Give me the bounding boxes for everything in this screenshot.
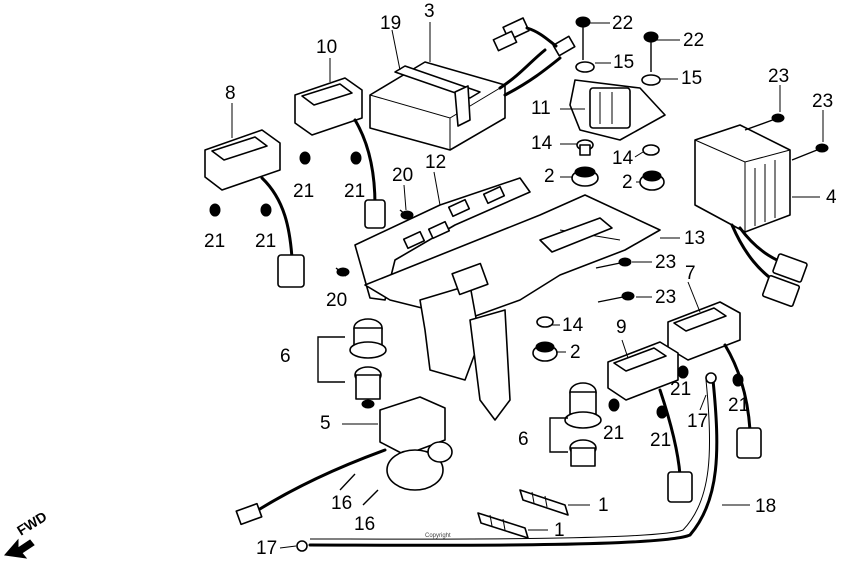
callout-11: 11: [531, 98, 551, 119]
callout-2b: 2: [622, 172, 633, 193]
leader-lines: [231, 22, 824, 549]
callout-1b: 1: [554, 520, 565, 541]
rectifier-part-4: [694, 124, 808, 308]
callout-20a: 20: [392, 165, 414, 186]
connectors-top: [492, 17, 576, 57]
callout-22b: 22: [683, 30, 705, 51]
callout-4: 4: [826, 187, 837, 208]
callout-17a: 17: [687, 411, 709, 432]
grommet-part-2a: [571, 166, 599, 187]
callout-6a: 6: [280, 346, 291, 367]
clip-part-1b: [477, 512, 529, 539]
callout-21f: 21: [728, 395, 750, 416]
callout-20b: 20: [326, 290, 348, 311]
component-part-5: [235, 396, 453, 526]
fastener-part-21-set: [209, 151, 744, 419]
callout-22a: 22: [612, 13, 634, 34]
washer-part-15b: [641, 74, 661, 86]
bracket-line-6a: [317, 336, 345, 383]
bolt-part-23a: [744, 113, 785, 131]
bolt-part-23b: [791, 143, 829, 161]
callout-15b: 15: [681, 68, 703, 89]
callout-14a: 14: [531, 133, 553, 154]
screw-part-20a: [399, 209, 414, 220]
callout-2a: 2: [544, 166, 555, 187]
plate-part-12: [354, 177, 531, 301]
callout-10: 10: [316, 37, 338, 58]
collar-part-14c: [536, 316, 554, 328]
callout-5: 5: [320, 413, 331, 434]
callout-21g: 21: [603, 423, 625, 444]
grommet-part-2c: [532, 341, 558, 362]
callout-21c: 21: [204, 231, 226, 252]
bolt-part-22b: [643, 31, 659, 72]
callout-9: 9: [616, 317, 627, 338]
grommet-part-2b: [639, 170, 665, 191]
bolt-part-23d: [597, 291, 635, 303]
ignition-unit-part-3: [369, 48, 562, 151]
callout-16a: 16: [331, 493, 353, 514]
callout-23c: 23: [655, 252, 677, 273]
collar-part-14a: [576, 139, 594, 156]
bolt-part-23c: [595, 257, 632, 269]
callout-16b: 16: [354, 514, 376, 535]
screw-part-16a: [339, 473, 356, 491]
clamp-part-17a: [705, 372, 717, 384]
callout-21d: 21: [255, 231, 277, 252]
callout-12: 12: [425, 152, 447, 173]
callout-23d: 23: [655, 287, 677, 308]
collar-part-14b: [642, 144, 660, 156]
callout-14c: 14: [562, 315, 584, 336]
bracket-line-6b: [549, 417, 568, 453]
frame-bracket-part-13: [364, 194, 661, 421]
callout-6b: 6: [518, 429, 529, 450]
forward-arrow-icon: [4, 538, 35, 559]
clamp-part-17b: [296, 540, 308, 552]
module-part-9: [607, 341, 693, 503]
callout-14b: 14: [612, 148, 634, 169]
washer-part-15a: [575, 61, 595, 73]
callout-19: 19: [380, 13, 402, 34]
callout-21b: 21: [344, 181, 366, 202]
callout-18: 18: [755, 496, 777, 517]
module-part-7: [667, 301, 762, 459]
module-part-10: [294, 77, 386, 229]
callout-17b: 17: [256, 538, 278, 559]
copyright-notice: Copyright: [425, 533, 451, 539]
callout-1a: 1: [598, 495, 609, 516]
tube-part-18: [308, 378, 719, 547]
callout-13: 13: [684, 228, 706, 249]
callout-21e: 21: [670, 379, 692, 400]
callout-2c: 2: [570, 342, 581, 363]
screw-part-16b: [362, 489, 379, 506]
callout-3: 3: [424, 1, 435, 22]
bolt-part-22a: [575, 16, 591, 60]
bracket-part-11: [569, 79, 666, 141]
socket-pair-part-6b: [564, 382, 602, 467]
callout-21a: 21: [293, 181, 315, 202]
callout-15a: 15: [613, 52, 635, 73]
callout-21h: 21: [650, 430, 672, 451]
module-part-8: [204, 129, 305, 288]
callout-23b: 23: [812, 91, 834, 112]
callout-7: 7: [685, 263, 696, 284]
screw-part-20b: [335, 267, 350, 277]
callout-23a: 23: [768, 66, 790, 87]
clip-part-1a: [519, 489, 569, 516]
callout-8: 8: [225, 83, 236, 104]
socket-pair-part-6a: [349, 318, 387, 409]
